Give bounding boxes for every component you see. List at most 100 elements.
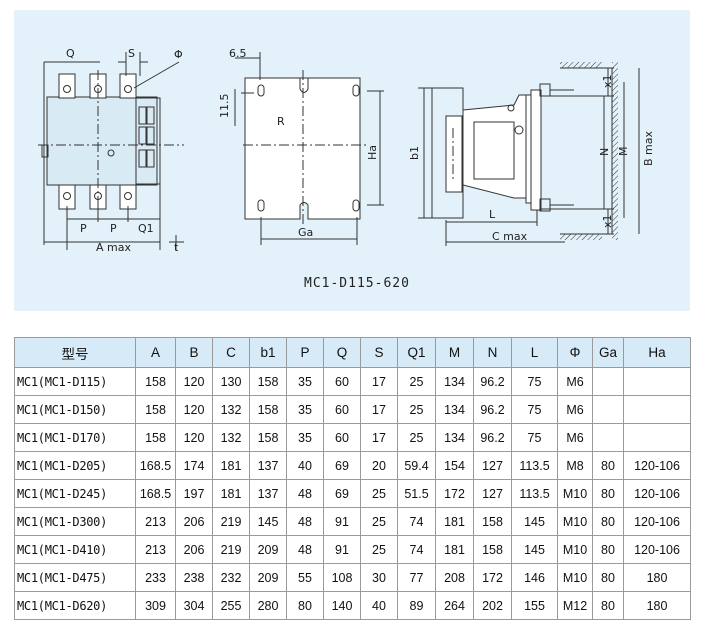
value-cell: 96.2 — [473, 423, 512, 452]
value-cell: 120-106 — [623, 507, 691, 536]
column-header: C — [212, 337, 250, 368]
column-header: M — [435, 337, 474, 368]
label-Q1: Q1 — [138, 222, 154, 235]
value-cell: 134 — [435, 367, 474, 396]
value-cell: 17 — [360, 395, 398, 424]
value-cell: M6 — [557, 423, 593, 452]
value-cell: 17 — [360, 423, 398, 452]
drawing-caption: MC1-D115-620 — [304, 276, 410, 291]
value-cell: 30 — [360, 563, 398, 592]
value-cell: 75 — [511, 367, 558, 396]
value-cell: 233 — [135, 563, 176, 592]
value-cell — [592, 367, 624, 396]
value-cell: 127 — [473, 451, 512, 480]
value-cell: 25 — [397, 367, 436, 396]
value-cell: 25 — [397, 423, 436, 452]
value-cell: 213 — [135, 507, 176, 536]
value-cell: 158 — [249, 367, 287, 396]
model-cell: MC1(MC1-D150) — [14, 395, 136, 424]
value-cell: 154 — [435, 451, 474, 480]
value-cell: 80 — [286, 591, 324, 620]
value-cell: 219 — [212, 507, 250, 536]
value-cell: M6 — [557, 367, 593, 396]
value-cell — [592, 395, 624, 424]
value-cell: 219 — [212, 535, 250, 564]
value-cell: 127 — [473, 479, 512, 508]
model-cell: MC1(MC1-D245) — [14, 479, 136, 508]
value-cell: 158 — [249, 423, 287, 452]
value-cell: 158 — [135, 423, 176, 452]
value-cell: 35 — [286, 367, 324, 396]
front-view — [38, 52, 184, 250]
value-cell: 25 — [360, 507, 398, 536]
mounting-plate-view — [234, 52, 384, 245]
column-header: L — [511, 337, 558, 368]
value-cell: 80 — [592, 479, 624, 508]
value-cell: 25 — [360, 535, 398, 564]
value-cell: 145 — [249, 507, 287, 536]
value-cell: M10 — [557, 535, 593, 564]
value-cell: 91 — [323, 507, 361, 536]
value-cell: 120-106 — [623, 479, 691, 508]
value-cell: 59.4 — [397, 451, 436, 480]
value-cell: 238 — [175, 563, 213, 592]
value-cell: M6 — [557, 395, 593, 424]
value-cell: 113.5 — [511, 479, 558, 508]
value-cell: 40 — [360, 591, 398, 620]
value-cell: 309 — [135, 591, 176, 620]
value-cell: 120 — [175, 395, 213, 424]
column-header: b1 — [249, 337, 287, 368]
value-cell: 213 — [135, 535, 176, 564]
value-cell: 202 — [473, 591, 512, 620]
value-cell: 80 — [592, 563, 624, 592]
value-cell: 40 — [286, 451, 324, 480]
value-cell: 25 — [360, 479, 398, 508]
value-cell — [623, 367, 691, 396]
value-cell: 137 — [249, 451, 287, 480]
value-cell: 130 — [212, 367, 250, 396]
value-cell: 120-106 — [623, 535, 691, 564]
value-cell: 132 — [212, 395, 250, 424]
label-R: R — [277, 115, 285, 128]
value-cell: 51.5 — [397, 479, 436, 508]
label-x1-top: x1 — [601, 74, 614, 88]
label-P2: P — [110, 222, 117, 235]
value-cell: 132 — [212, 423, 250, 452]
model-cell: MC1(MC1-D620) — [14, 591, 136, 620]
model-cell: MC1(MC1-D115) — [14, 367, 136, 396]
label-6-5: 6.5 — [229, 47, 247, 60]
value-cell: 255 — [212, 591, 250, 620]
value-cell: 232 — [212, 563, 250, 592]
value-cell: 80 — [592, 591, 624, 620]
value-cell: 20 — [360, 451, 398, 480]
value-cell: 146 — [511, 563, 558, 592]
value-cell: 137 — [249, 479, 287, 508]
value-cell: 96.2 — [473, 395, 512, 424]
value-cell: 208 — [435, 563, 474, 592]
value-cell — [623, 395, 691, 424]
value-cell: 280 — [249, 591, 287, 620]
value-cell: 35 — [286, 423, 324, 452]
label-Ha: Ha — [366, 145, 379, 160]
value-cell: 17 — [360, 367, 398, 396]
model-cell: MC1(MC1-D170) — [14, 423, 136, 452]
label-phi: Φ — [174, 48, 183, 61]
value-cell: 209 — [249, 563, 287, 592]
value-cell: 172 — [473, 563, 512, 592]
value-cell: 48 — [286, 479, 324, 508]
label-N: N — [598, 148, 611, 156]
value-cell: 181 — [212, 451, 250, 480]
value-cell: 181 — [435, 507, 474, 536]
value-cell: 74 — [397, 507, 436, 536]
value-cell: 60 — [323, 423, 361, 452]
value-cell: 206 — [175, 507, 213, 536]
